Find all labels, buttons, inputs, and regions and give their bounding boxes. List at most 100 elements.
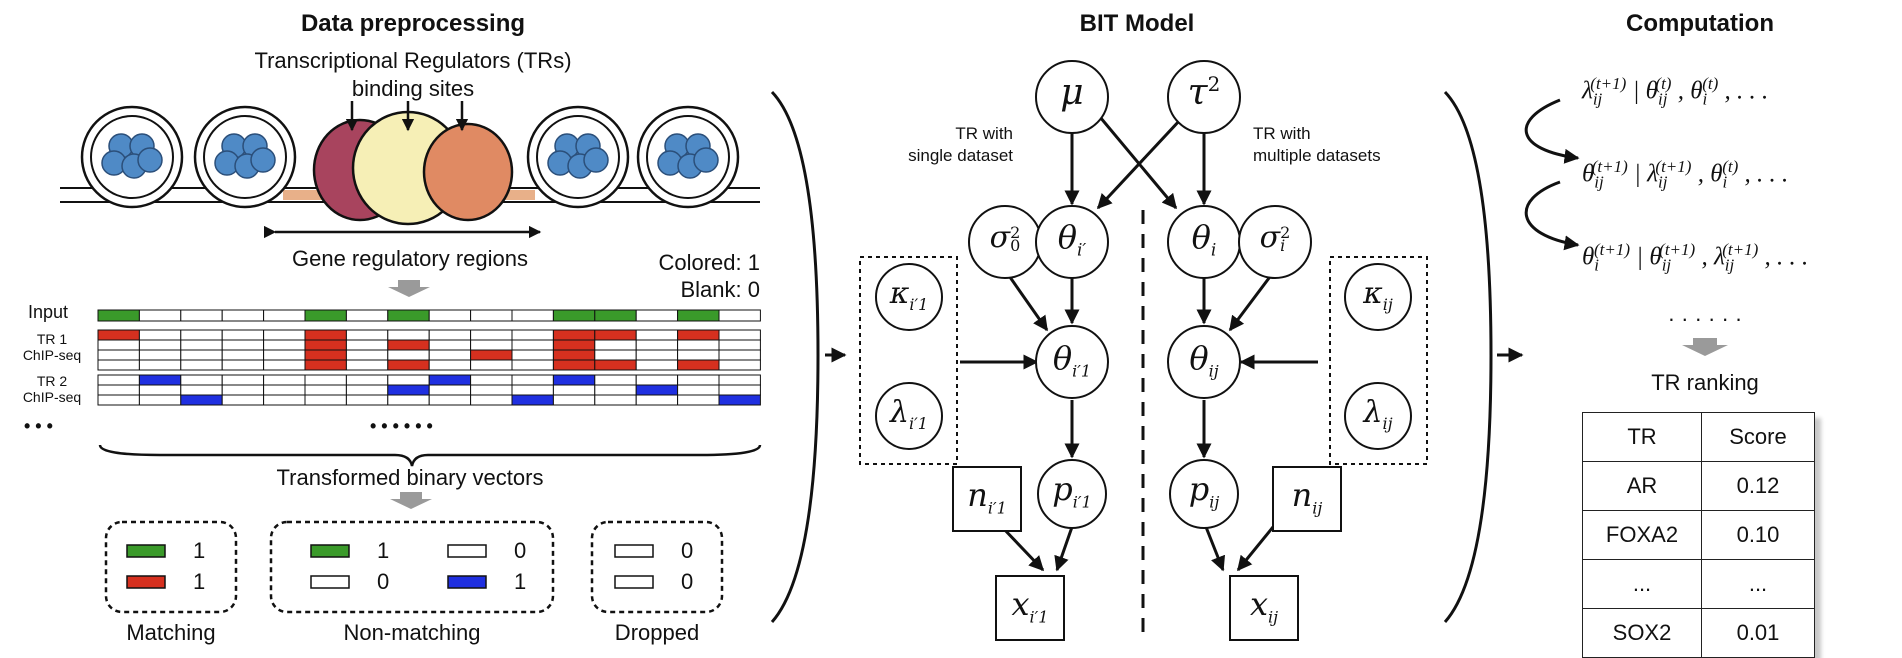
matrix-cell-tr1 xyxy=(138,329,182,341)
computation-title: Computation xyxy=(1626,10,1774,37)
matrix-cell-input xyxy=(221,309,265,322)
dropped-label: Dropped xyxy=(614,620,700,645)
matrix-cell-tr2 xyxy=(552,374,596,386)
matrix-cell-tr1 xyxy=(180,359,223,371)
matrix-cell-tr2 xyxy=(635,384,679,396)
matrix-cell-tr1 xyxy=(221,349,265,361)
multi-dataset-label: TR with xyxy=(1253,124,1311,143)
matrix-cell-tr2 xyxy=(263,374,306,386)
matrix-cell-tr2 xyxy=(718,374,761,386)
kappa-lambda-box-left xyxy=(859,256,958,465)
matrix-cell-tr2 xyxy=(221,374,265,386)
table-header-row: TR Score xyxy=(1582,412,1815,462)
gibbs-arrow xyxy=(1524,180,1580,251)
matrix-cell-tr2 xyxy=(263,384,306,396)
val-nonmatch-blank: 0 xyxy=(377,569,390,594)
model-nodes xyxy=(875,60,1412,641)
matrix-cell-tr1 xyxy=(345,349,389,361)
cell-tr: FOXA2 xyxy=(1582,510,1702,560)
matrix-cell-tr2 xyxy=(718,394,761,406)
matrix-cell-input xyxy=(180,309,223,322)
node-mu: μ xyxy=(1060,72,1084,113)
multi-dataset-label-2: multiple datasets xyxy=(1253,146,1381,165)
kappa-lambda-box-right xyxy=(1329,256,1428,465)
val-nonmatch-green: 1 xyxy=(377,538,390,563)
matrix-cell-tr1 xyxy=(304,339,347,351)
matrix-cell-tr2 xyxy=(677,394,720,406)
matrix-cell-tr1 xyxy=(138,359,182,371)
matrix-cell-tr2 xyxy=(511,384,554,396)
matrix-cell-tr1 xyxy=(552,359,596,371)
matrix-cell-tr2 xyxy=(180,374,223,386)
matrix-cell-tr1 xyxy=(718,349,761,361)
node-n-iprime1: ni′1 xyxy=(967,476,1007,518)
matrix-cell-input xyxy=(594,309,637,322)
node-tau-sq: τ2 xyxy=(1187,72,1221,113)
matrix-cell-tr2 xyxy=(97,394,140,406)
matrix-cell-tr1 xyxy=(221,359,265,371)
nucleosome-icon xyxy=(80,105,184,209)
header-score: Score xyxy=(1701,412,1815,462)
node-theta-iprime: θi′ xyxy=(1057,218,1087,261)
gray-down-arrow xyxy=(1682,338,1728,356)
matrix-cell-tr1 xyxy=(387,349,430,361)
matrix-cell-tr1 xyxy=(428,359,472,371)
table-row: SOX2 0.01 xyxy=(1582,608,1815,658)
preprocessing-title: Data preprocessing xyxy=(300,10,526,37)
matrix-cell-tr2 xyxy=(138,394,182,406)
row-label-tr1-chip: ChIP-seq xyxy=(22,347,82,363)
matrix-cell-tr1 xyxy=(511,349,554,361)
matrix-cell-tr2 xyxy=(511,374,554,386)
binding-site-arrows xyxy=(345,101,469,132)
cell-score: ... xyxy=(1701,559,1815,609)
matrix-cell-tr2 xyxy=(221,384,265,396)
matrix-cell-tr2 xyxy=(263,394,306,406)
matrix-cell-tr2 xyxy=(428,384,472,396)
matrix-cell-input xyxy=(387,309,430,322)
matrix-cell-tr1 xyxy=(677,329,720,341)
matrix-cell-tr2 xyxy=(345,394,389,406)
val-nonmatch-blue: 1 xyxy=(514,569,527,594)
matrix-cell-tr1 xyxy=(97,339,140,351)
matrix-cell-tr2 xyxy=(345,374,389,386)
cell-tr: SOX2 xyxy=(1582,608,1702,658)
matrix-cell-tr1 xyxy=(428,349,472,361)
matrix-cell-tr2 xyxy=(304,384,347,396)
matrix-cell-tr2 xyxy=(552,384,596,396)
matrix-cell-tr2 xyxy=(180,384,223,396)
matrix-cell-tr1 xyxy=(345,359,389,371)
matrix-cell-input xyxy=(552,309,596,322)
node-kappa-iprime1: κi′1 xyxy=(889,276,929,314)
matrix-cell-tr1 xyxy=(428,329,472,341)
ranking-title: TR ranking xyxy=(1651,370,1759,395)
matrix-cell-tr2 xyxy=(511,394,554,406)
legend-colored: Colored: 1 xyxy=(658,250,760,275)
table-row: FOXA2 0.10 xyxy=(1582,510,1815,560)
matrix-cell-input xyxy=(677,309,720,322)
legend-blank: Blank: 0 xyxy=(680,277,761,302)
row-label-input: Input xyxy=(28,302,69,322)
tr-sites-label-2: binding sites xyxy=(351,76,475,101)
matrix-cell-input xyxy=(138,309,182,322)
matrix-cell-tr2 xyxy=(345,384,389,396)
matrix-cell-tr2 xyxy=(221,394,265,406)
node-lambda-ij: λij xyxy=(1363,395,1393,433)
matrix-cell-tr2 xyxy=(304,394,347,406)
matrix-cell-input xyxy=(511,309,554,322)
matrix-cell-tr2 xyxy=(138,384,182,396)
gray-down-arrow xyxy=(388,280,430,297)
ellipsis-left: • • • xyxy=(24,416,53,436)
matrix-cell-tr1 xyxy=(221,339,265,351)
transformed-label: Transformed binary vectors xyxy=(276,465,544,490)
matrix-cell-tr1 xyxy=(345,329,389,341)
matrix-cell-tr1 xyxy=(97,359,140,371)
matrix-cell-tr1 xyxy=(470,329,513,341)
matrix-cell-tr2 xyxy=(552,394,596,406)
node-n-ij: nij xyxy=(1291,476,1323,518)
tr-sites-label: Transcriptional Regulators (TRs) xyxy=(254,48,572,73)
cell-score: 0.01 xyxy=(1701,608,1815,658)
matrix-cell-tr2 xyxy=(470,374,513,386)
matrix-cell-tr1 xyxy=(635,349,679,361)
matching-label: Matching xyxy=(126,620,216,645)
